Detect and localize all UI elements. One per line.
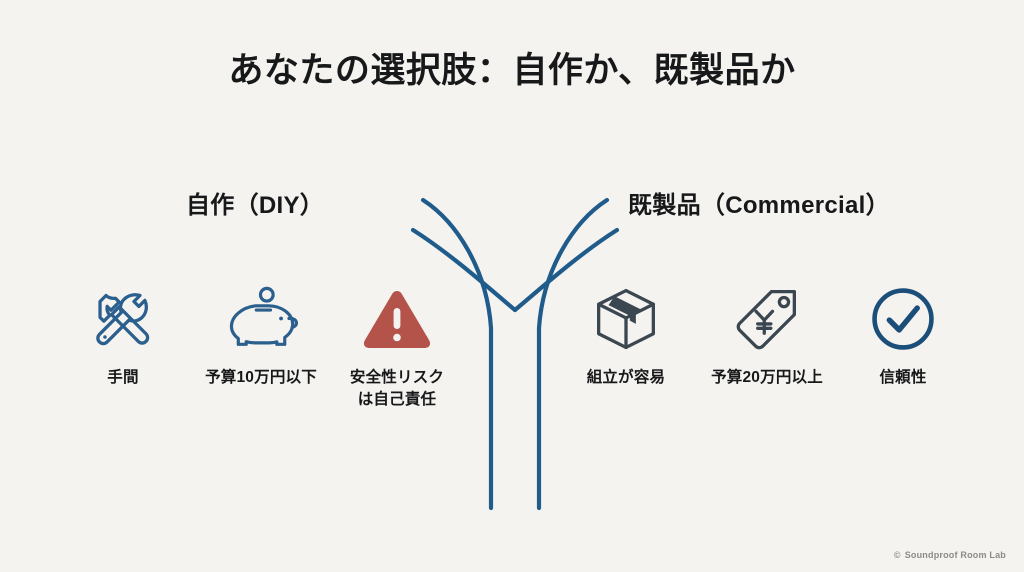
feature-label: 手間 [107,369,139,386]
fork-svg [410,197,620,511]
warning-triangle-icon [322,283,472,355]
forked-path-graphic [395,178,635,528]
copyright-icon: © [893,549,901,560]
feature-item-effort: 手間 [48,283,198,389]
price-tag-yen-icon [692,283,842,355]
feature-item-reliability: 信頼性 [828,283,978,389]
fork-right-outer-stroke [536,197,610,511]
column-heading-commercial: 既製品（Commercial） [628,192,890,219]
feature-item-safety-risk: 安全性リスク は自己責任 [322,283,472,412]
page-title: あなたの選択肢：自作か、既製品か [228,51,796,90]
fork-left-outer-stroke [420,197,494,511]
feature-item-budget-diy: 予算10万円以下 [186,283,336,389]
package-box-icon [551,283,701,355]
feature-label: 予算20万円以上 [711,369,823,386]
piggy-bank-icon [186,283,336,355]
feature-item-budget-commercial: 予算20万円以上 [692,283,842,389]
copyright-footer: © Soundproof Room Lab [894,550,1006,560]
fork-right-inner-stroke [512,227,620,313]
copyright-text: Soundproof Room Lab [904,550,1006,560]
feature-label: 安全性リスク は自己責任 [349,369,445,409]
hammer-wrench-icon [48,283,198,355]
feature-label: 予算10万円以下 [205,369,317,386]
fork-left-inner-stroke [410,227,518,313]
feature-label: 組立が容易 [586,369,666,386]
box-tape-shape [608,296,642,324]
column-heading-diy: 自作（DIY） [186,192,325,219]
feature-label: 信頼性 [879,369,927,386]
check-circle-icon [828,283,978,355]
feature-item-easy-assembly: 組立が容易 [551,283,701,389]
